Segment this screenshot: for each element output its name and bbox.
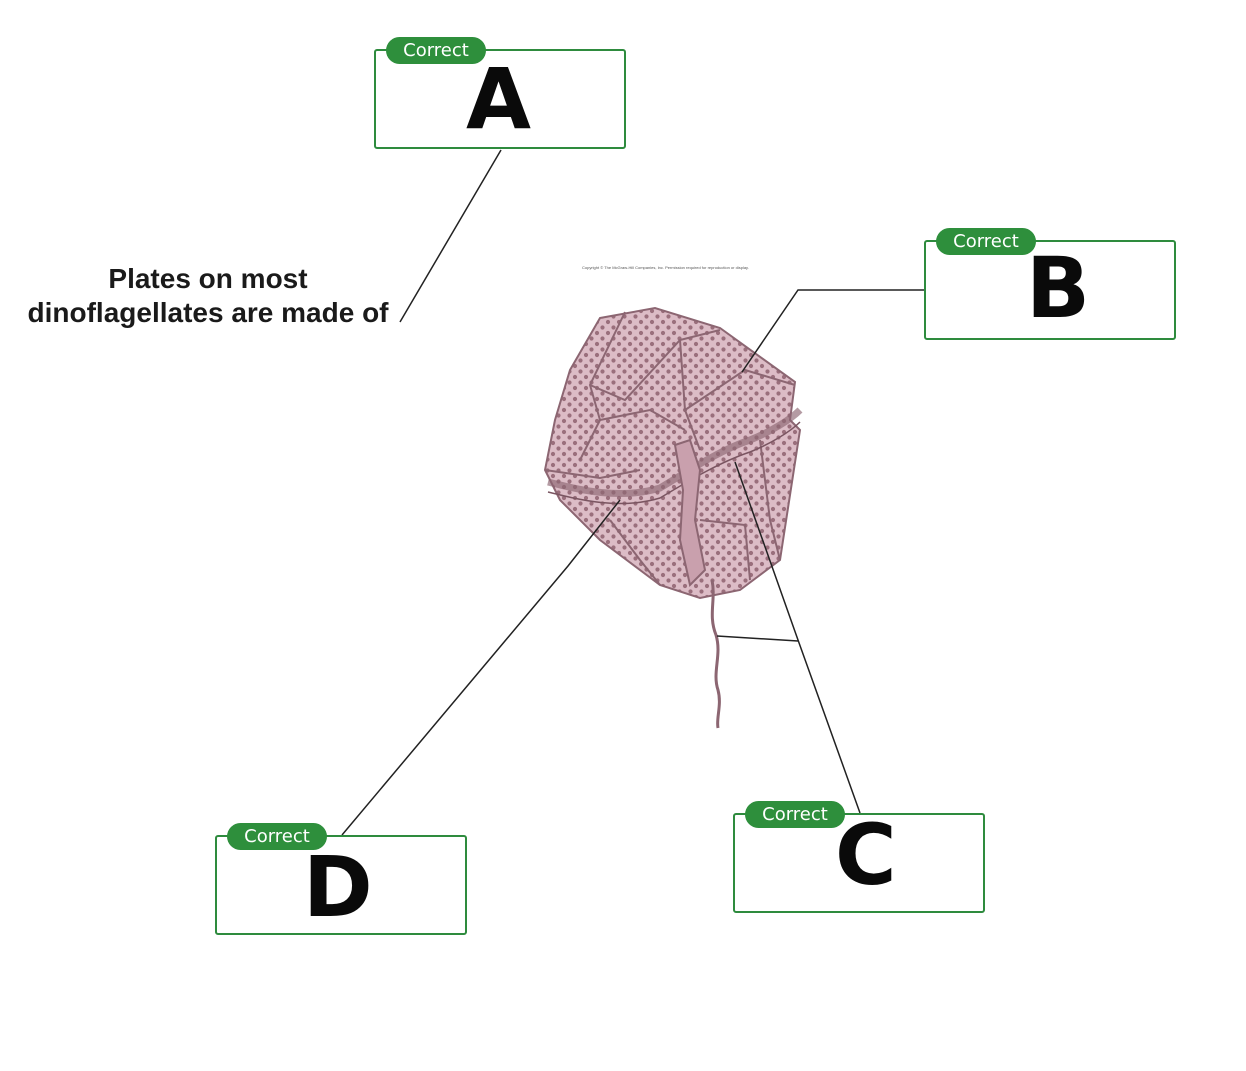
- correct-badge: Correct: [745, 801, 845, 828]
- copyright-notice: Copyright © The McGraw-Hill Companies, I…: [582, 265, 749, 270]
- correct-badge: Correct: [227, 823, 327, 850]
- answer-label-a[interactable]: A: [466, 50, 532, 148]
- drop-zone-d[interactable]: Correct D: [215, 823, 467, 936]
- question-text: Plates on most dinoflagellates are made …: [27, 263, 389, 328]
- flagellum: [710, 579, 721, 729]
- answer-label-b[interactable]: B: [1026, 239, 1091, 337]
- drop-zone-c[interactable]: Correct C: [733, 801, 985, 913]
- correct-badge: Correct: [936, 228, 1036, 255]
- drop-zone-a[interactable]: Correct A: [374, 37, 626, 149]
- correct-badge: Correct: [386, 37, 486, 64]
- answer-label-c[interactable]: C: [835, 806, 897, 904]
- sulcus: [673, 438, 707, 587]
- drop-zone-b[interactable]: Correct B: [924, 228, 1176, 340]
- answer-label-d[interactable]: D: [303, 838, 373, 936]
